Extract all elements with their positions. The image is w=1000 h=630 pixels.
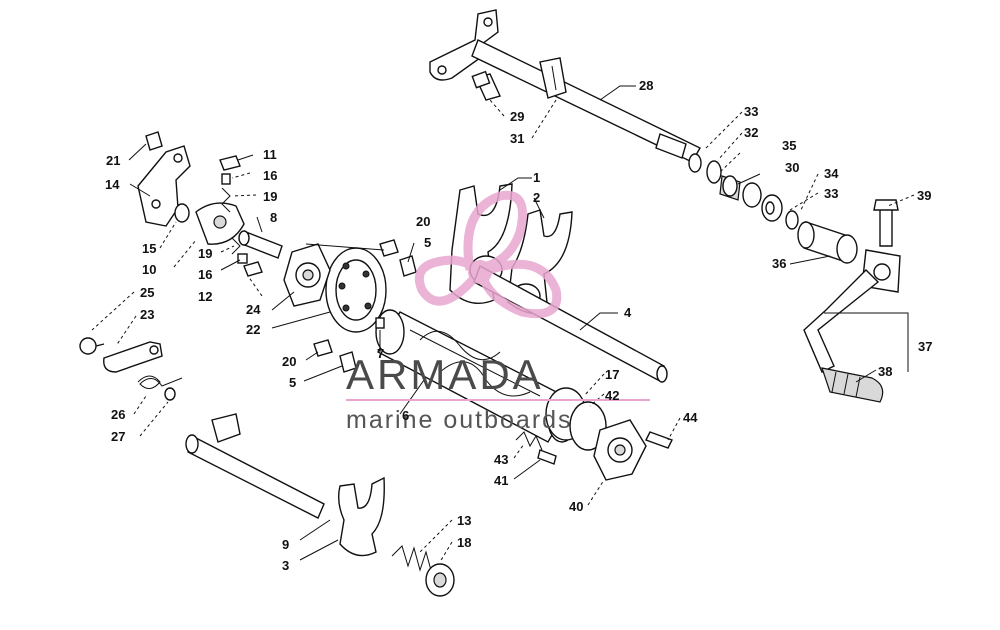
callout-42: 42	[605, 388, 619, 403]
callout-24: 24	[246, 302, 261, 317]
callout-13: 13	[457, 513, 471, 528]
callout-34: 34	[824, 166, 839, 181]
shaft-9	[185, 413, 325, 519]
callout-10: 10	[142, 262, 156, 277]
callout-22: 22	[246, 322, 260, 337]
screw-21	[145, 131, 163, 151]
callout-5-upper: 5	[424, 235, 431, 250]
callout-2: 2	[533, 190, 540, 205]
callout-39: 39	[917, 188, 931, 203]
spring-26	[137, 375, 183, 389]
callout-43: 43	[494, 452, 508, 467]
segment-10	[195, 202, 245, 245]
o-ring-42	[569, 401, 607, 451]
spring-19-upper	[221, 187, 231, 213]
callout-3: 3	[282, 558, 289, 573]
callout-33-lower: 33	[824, 186, 838, 201]
bearing-18	[425, 563, 455, 597]
callout-26: 26	[111, 407, 125, 422]
callout-25: 25	[140, 285, 154, 300]
stopper-40	[593, 419, 647, 481]
callout-11: 11	[263, 147, 277, 162]
callout-37: 37	[918, 339, 932, 354]
bolt-29	[471, 70, 501, 101]
callout-44: 44	[683, 410, 698, 425]
screw-20-upper	[379, 239, 417, 277]
callout-41: 41	[494, 473, 508, 488]
ball-16-lower	[237, 253, 248, 264]
callout-19-upper: 19	[263, 189, 277, 204]
collar-27	[164, 387, 176, 401]
drum-cam-24	[283, 243, 331, 307]
callout-16-upper: 16	[263, 168, 277, 183]
callout-15: 15	[142, 241, 156, 256]
screw-20-lower	[313, 339, 357, 373]
callout-5-lower: 5	[289, 375, 296, 390]
callout-1: 1	[533, 170, 540, 185]
spring-19-lower	[231, 237, 241, 255]
pin-7	[375, 317, 385, 329]
plunger-11	[219, 155, 241, 171]
callout-21: 21	[106, 153, 120, 168]
callout-20-lower: 20	[282, 354, 296, 369]
leader-lines	[91, 85, 915, 563]
shift-shaft-28	[429, 9, 701, 163]
armada-logo-mark	[414, 190, 562, 319]
callout-23: 23	[140, 307, 154, 322]
washer-stack	[688, 153, 858, 264]
pin-41	[537, 449, 557, 465]
bolt-44	[645, 431, 673, 449]
callout-28: 28	[639, 78, 653, 93]
callout-20-upper: 20	[416, 214, 430, 229]
watermark-tagline: marine outboards	[346, 406, 573, 434]
callout-9: 9	[282, 537, 289, 552]
callout-labels: 1 2 3 4 5 5 6 7 8 9 10 11 12 13 14 15 16…	[105, 78, 932, 573]
spring-13	[391, 545, 433, 575]
callout-40: 40	[569, 499, 583, 514]
callout-16-lower: 16	[198, 267, 212, 282]
callout-19-lower: 19	[198, 246, 212, 261]
callout-14: 14	[105, 177, 120, 192]
pedal-37	[803, 199, 901, 403]
callout-36: 36	[772, 256, 786, 271]
callout-4: 4	[624, 305, 632, 320]
callout-29: 29	[510, 109, 524, 124]
callout-18: 18	[457, 535, 471, 550]
pin-8	[238, 230, 283, 259]
watermark-brand: ARMADA	[346, 351, 544, 398]
ball-16-upper	[221, 173, 231, 185]
spring-43	[515, 431, 543, 451]
lever-23	[79, 337, 163, 373]
callout-7: 7	[377, 346, 384, 361]
plunger-12	[243, 261, 263, 277]
callout-30: 30	[785, 160, 799, 175]
callout-17: 17	[605, 367, 619, 382]
fork-3	[337, 476, 385, 557]
callout-27: 27	[111, 429, 125, 444]
callout-8: 8	[270, 210, 277, 225]
bearing-22	[325, 247, 387, 333]
callout-38: 38	[878, 364, 892, 379]
callout-12: 12	[198, 289, 212, 304]
callout-31: 31	[510, 131, 524, 146]
callout-32: 32	[744, 125, 758, 140]
callout-6: 6	[402, 408, 409, 423]
washer-15	[174, 203, 190, 223]
callout-35: 35	[782, 138, 796, 153]
callout-33-upper: 33	[744, 104, 758, 119]
